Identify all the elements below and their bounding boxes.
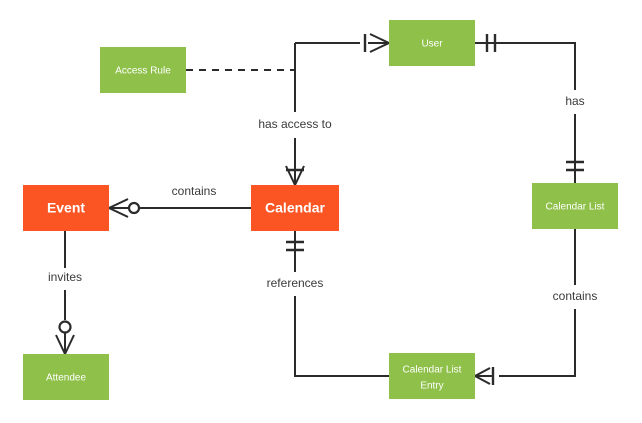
cardinality-ring-attendee [58, 320, 72, 334]
connector-user-calendar [285, 33, 390, 186]
connector-calendarlist-entry [474, 229, 576, 385]
entity-attendee[interactable]: Attendee [23, 354, 109, 400]
entity-calendar[interactable]: Calendar [251, 185, 339, 231]
entity-event[interactable]: Event [23, 185, 109, 231]
entity-box-event[interactable] [23, 185, 109, 231]
relationship-label-invites: invites [48, 270, 82, 284]
entity-label-calendar: Calendar [265, 200, 325, 216]
entity-label-calendar-list-entry-line2: Entry [420, 381, 443, 392]
cardinality-ring-event-right [127, 201, 141, 215]
crowsfoot-calendar-top [285, 164, 305, 186]
crowsfoot-event-right [108, 198, 131, 218]
entity-label-calendar-list-entry-line1: Calendar List [403, 365, 462, 376]
entity-box-attendee[interactable] [23, 354, 109, 400]
entity-box-calendar-list-entry[interactable] [389, 353, 475, 399]
connector-user-calendarlist [475, 34, 584, 183]
entity-box-calendar-list[interactable] [532, 183, 618, 229]
crowsfoot-entry-right [474, 367, 492, 385]
relationship-label-contains-event: contains [172, 184, 217, 198]
connector-event-attendee [55, 231, 75, 355]
relationship-label-contains-calendarlist: contains [553, 289, 598, 303]
connector-has-elbow [475, 42, 576, 90]
entity-box-user[interactable] [389, 20, 475, 66]
entity-label-calendar-list: Calendar List [546, 202, 605, 213]
crowsfoot-user-left [368, 33, 390, 53]
relationship-label-references: references [267, 276, 324, 290]
entity-label-event: Event [47, 200, 85, 216]
crowsfoot-attendee-top [55, 333, 75, 355]
entity-label-attendee: Attendee [46, 373, 86, 384]
connector-references-elbow [294, 296, 389, 377]
entity-access-rule[interactable]: Access Rule [100, 47, 186, 93]
entity-user[interactable]: User [389, 20, 475, 66]
entity-box-access-rule[interactable] [100, 47, 186, 93]
entity-label-user: User [421, 39, 443, 50]
relationship-label-has: has [565, 94, 584, 108]
entity-calendar-list-entry[interactable]: Calendar List Entry [389, 353, 475, 399]
connector-event-calendar [108, 198, 251, 218]
entity-label-access-rule: Access Rule [115, 66, 171, 77]
entity-calendar-list[interactable]: Calendar List [532, 183, 618, 229]
connector-calendar-entry [286, 231, 389, 377]
connector-contains-elbow [499, 309, 576, 377]
entity-box-calendar[interactable] [251, 185, 339, 231]
relationship-label-has-access-to: has access to [258, 117, 332, 131]
